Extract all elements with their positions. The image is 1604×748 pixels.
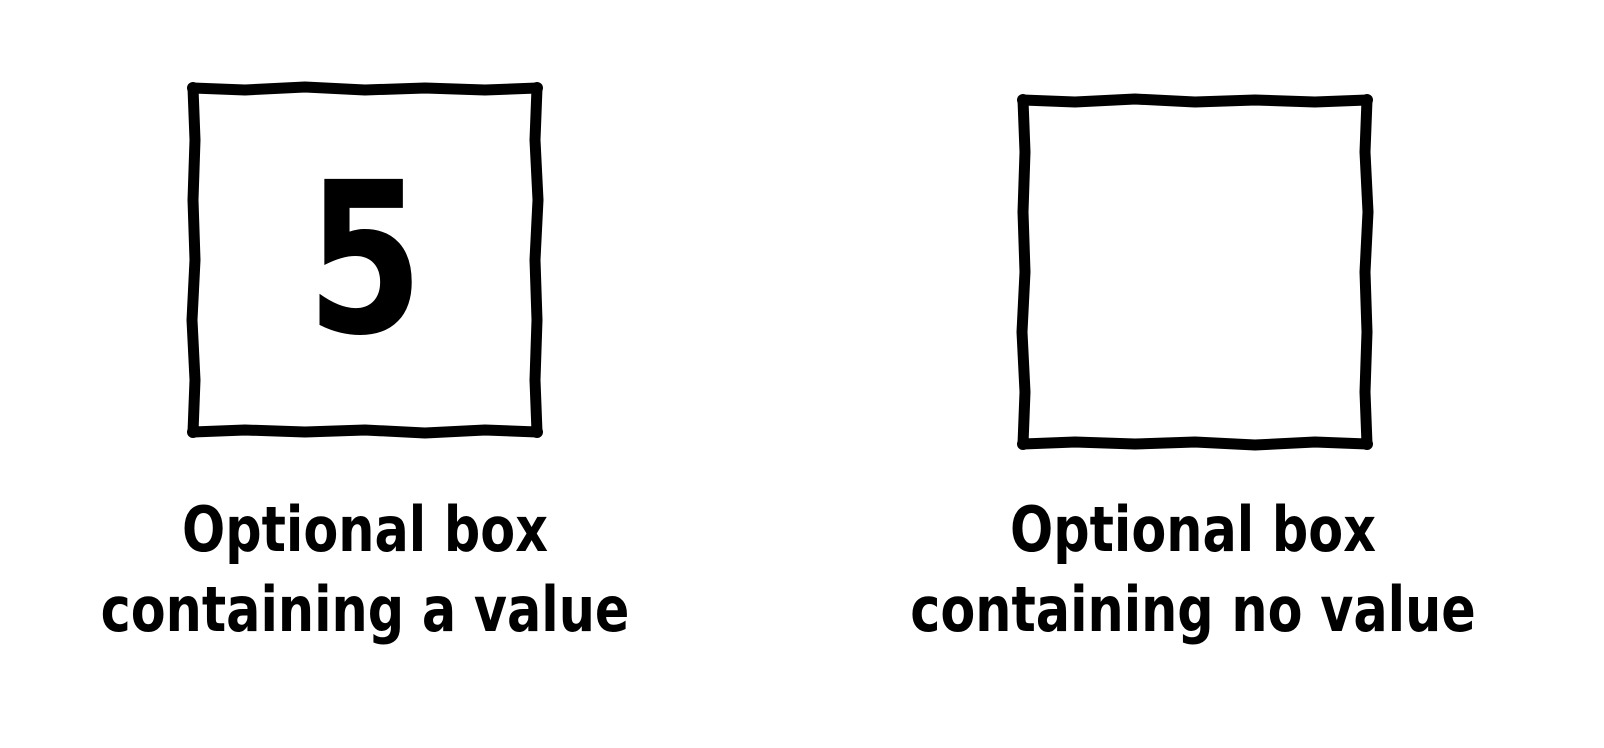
caption-line: containing a value [100,573,630,646]
optional-box-empty [1015,92,1375,452]
caption-line: Optional box [1009,493,1377,566]
caption-with-value: Optional box containing a value [36,490,694,650]
caption-no-value: Optional box containing no value [864,490,1522,650]
box-value [1051,92,1339,452]
box-outline [186,81,544,439]
box-value: 5 [306,137,424,382]
caption-line: Optional box [181,493,549,566]
box-outline [1016,93,1374,451]
caption-line: containing no value [910,573,1476,646]
optional-box-with-value: 5 [185,80,545,440]
